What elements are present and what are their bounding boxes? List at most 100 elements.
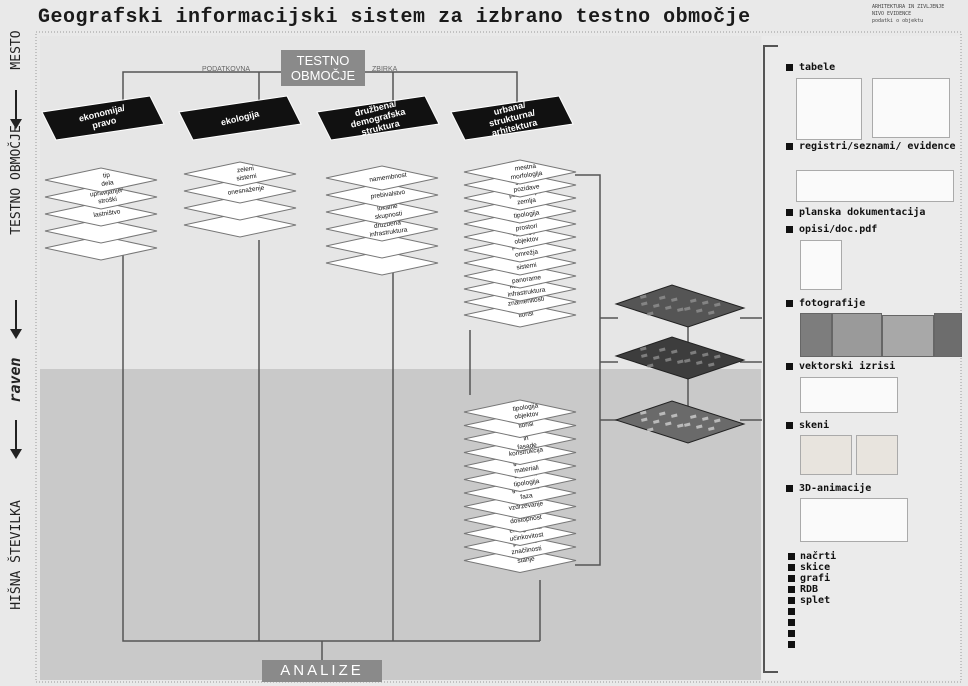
layer-sheet	[44, 167, 158, 193]
connector-line	[122, 250, 540, 642]
layer-label: tipologija	[513, 209, 540, 220]
layer-label: skupnosti	[374, 210, 402, 221]
layer-label: sistemi	[236, 173, 257, 183]
document-icon	[800, 240, 842, 290]
layer-label: materiali	[514, 464, 539, 474]
category-box	[178, 95, 302, 141]
layer-label: tip	[103, 172, 111, 180]
map-texture	[684, 422, 691, 427]
map-texture	[659, 295, 666, 300]
layer-label: zemlja	[517, 197, 537, 207]
layer-label: konstrukcija	[509, 446, 544, 458]
list-item: splet	[788, 595, 836, 606]
layer-sheet	[325, 216, 439, 242]
map-texture	[677, 359, 684, 364]
map-texture	[713, 302, 721, 307]
layer-label: morfologija	[510, 170, 543, 181]
layer-sheet	[44, 218, 158, 244]
bullet-icon	[786, 362, 793, 370]
bracket-line	[763, 45, 778, 673]
bullet-icon	[788, 574, 795, 582]
bullet-icon	[788, 629, 795, 637]
bullet-icon	[786, 208, 793, 216]
bullet-icon	[788, 618, 795, 626]
map-texture	[690, 298, 697, 303]
layer-label: tipologija	[513, 478, 540, 489]
layer-sheet	[325, 233, 439, 259]
extra-media-list: načrti skice grafi RDB splet	[788, 551, 836, 650]
layer-sheet	[183, 178, 297, 204]
scale-axis-label: HIŠNA ŠTEVILKA	[8, 500, 24, 610]
legend-label: planska dokumentacija	[799, 207, 926, 218]
map-texture	[653, 355, 660, 360]
layer-sheet	[44, 184, 158, 210]
map-texture	[707, 310, 715, 315]
layer-sheet	[325, 165, 439, 191]
map-texture	[677, 307, 684, 312]
scale-axis-label: raven	[6, 357, 24, 402]
header-note-line: podatki o objektu	[872, 18, 924, 24]
map-texture	[708, 362, 715, 367]
list-item	[788, 639, 836, 650]
top-left-caption: PODATKOVNA	[202, 66, 251, 73]
map-texture	[659, 411, 666, 416]
list-item-label: splet	[800, 595, 831, 606]
bullet-icon	[788, 563, 795, 571]
map-texture	[684, 306, 691, 311]
layer-label: tipologija	[512, 402, 539, 413]
layer-sheet	[463, 399, 577, 425]
top-label-box: TESTNO OBMOČJE	[281, 50, 365, 86]
legend-label: fotografije	[799, 298, 866, 309]
layer-label: lastništvo	[93, 208, 121, 219]
legend-item-planska: planska dokumentacija	[786, 207, 925, 218]
list-item: skice	[788, 562, 836, 573]
bullet-icon	[786, 484, 793, 492]
connector-line	[575, 174, 601, 566]
legend-item-registri: registri/seznami/ evidence	[786, 141, 956, 153]
map-texture	[683, 358, 691, 363]
map-layer-icon	[614, 336, 746, 380]
layer-sheet	[325, 199, 439, 225]
scale-axis-label: MESTO	[9, 30, 24, 69]
header-note-line: ARHITEKTURA IN ŽIVLJENJE	[872, 4, 945, 10]
map-texture	[714, 418, 721, 423]
list-item: grafi	[788, 573, 836, 584]
layer-label: panorame	[512, 274, 542, 285]
map-texture	[659, 347, 666, 352]
legend-label: opisi/doc.pdf	[799, 224, 878, 235]
legend-item-skeni: skeni	[786, 420, 829, 431]
layer-sheet	[44, 235, 158, 261]
table-icon	[872, 78, 950, 138]
layer-label: sistemi	[516, 262, 537, 272]
animation-icon	[800, 498, 908, 542]
layer-label: stanje	[517, 555, 536, 564]
bottom-label-box: ANALIZE	[262, 660, 382, 682]
category-box	[316, 95, 440, 141]
layer-label: lokalne	[377, 203, 399, 213]
map-texture	[702, 300, 709, 305]
layer-sheet	[325, 250, 439, 276]
map-texture	[713, 354, 721, 359]
list-item	[788, 628, 836, 639]
map-texture	[665, 357, 672, 362]
layer-label: dela	[101, 179, 115, 188]
map-texture	[664, 305, 672, 310]
scan-icon	[856, 435, 898, 475]
legend-item-opisi: opisi/doc.pdf	[786, 224, 877, 235]
bullet-icon	[788, 607, 795, 615]
layer-sheet	[183, 212, 297, 238]
legend-item-tabele: tabele	[786, 62, 835, 73]
list-item-label: načrti	[800, 551, 837, 562]
arrow-down-icon	[10, 329, 22, 339]
map-texture	[646, 363, 654, 368]
map-texture	[641, 353, 648, 358]
bullet-icon	[788, 585, 795, 593]
bullet-icon	[788, 640, 795, 648]
map-texture	[696, 360, 703, 365]
map-texture	[653, 419, 660, 424]
layer-label: družbena	[374, 219, 402, 230]
map-texture	[671, 297, 678, 302]
layer-label: učinkovitost	[509, 531, 544, 543]
layer-sheet	[463, 159, 577, 185]
